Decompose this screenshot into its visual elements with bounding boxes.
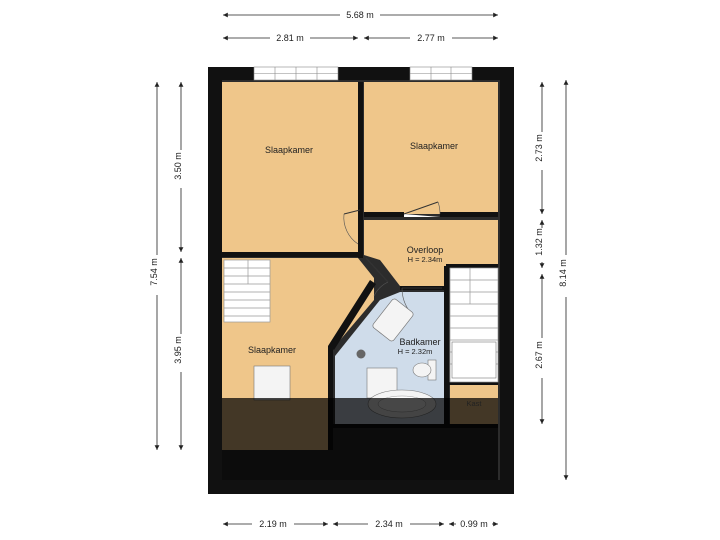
door-top-right-bedroom [403, 201, 441, 217]
window-top-right [409, 66, 473, 81]
label-closet: Kast [466, 399, 482, 408]
label-bathroom: Badkamer [399, 337, 440, 347]
label-landing: Overloop [407, 245, 444, 255]
bedroom-top-left [222, 82, 358, 252]
svg-text:2.77 m: 2.77 m [417, 33, 445, 43]
dimension-left-upper: 3.50 m [173, 82, 184, 252]
label-landing-height: H = 2.34m [408, 255, 443, 264]
toilet [412, 359, 437, 381]
shower-drain-icon [356, 349, 366, 359]
label-bedroom-bottom-left: Slaapkamer [248, 345, 296, 355]
svg-text:8.14 m: 8.14 m [558, 259, 568, 287]
closet-cabinet [451, 341, 497, 379]
bathroom [335, 292, 446, 424]
door-top-left-bedroom [343, 209, 361, 245]
wall-closet-top [449, 382, 498, 385]
shadow-overlay [222, 398, 498, 480]
svg-text:3.50 m: 3.50 m [173, 152, 183, 180]
dimension-top-right: 2.77 m [364, 33, 498, 43]
door-bottom-left-bedroom [365, 257, 389, 297]
label-bedroom-top-right: Slaapkamer [410, 141, 458, 151]
dimension-right-lower: 2.67 m [534, 274, 545, 424]
svg-text:7.54 m: 7.54 m [149, 258, 159, 286]
svg-text:2.34 m: 2.34 m [375, 519, 403, 529]
svg-text:0.99 m: 0.99 m [460, 519, 488, 529]
dimension-top-total: 5.68 m [223, 10, 498, 20]
dimension-top-left: 2.81 m [223, 33, 358, 43]
wall-bath-stairs [444, 266, 449, 424]
bedroom-top-right [364, 82, 498, 214]
svg-text:2.81 m: 2.81 m [276, 33, 304, 43]
wall-stairs-top [446, 264, 498, 268]
dimension-left-lower: 3.95 m [173, 258, 184, 450]
bedroom-furniture [253, 365, 291, 401]
svg-text:3.95 m: 3.95 m [173, 336, 183, 364]
dimension-right-middle: 1.32 m [534, 220, 545, 268]
window-top-left [253, 66, 339, 81]
wall-diagonal [328, 280, 376, 350]
wall-top-right-bottom [364, 212, 404, 217]
label-bathroom-height: H = 2.32m [398, 347, 433, 356]
dimension-right-upper: 2.73 m [534, 82, 545, 214]
dimension-bottom-right: 0.99 m [449, 519, 498, 529]
dimension-bottom-middle: 2.34 m [333, 519, 444, 529]
dimension-left-outer: 7.54 m [149, 82, 160, 450]
stairs-left [223, 259, 271, 323]
svg-text:5.68 m: 5.68 m [346, 10, 374, 20]
svg-text:2.67 m: 2.67 m [534, 341, 544, 369]
dimension-bottom-left: 2.19 m [223, 519, 328, 529]
bathtub [372, 298, 414, 342]
wall-vertical-top [358, 82, 363, 258]
svg-text:2.73 m: 2.73 m [534, 134, 544, 162]
dimension-right-outer: 8.14 m [558, 80, 569, 480]
svg-text:2.19 m: 2.19 m [259, 519, 287, 529]
landing [364, 220, 498, 286]
label-bedroom-top-left: Slaapkamer [265, 145, 313, 155]
wall-top-right-bottom-2 [440, 212, 498, 217]
svg-text:1.32 m: 1.32 m [534, 228, 544, 256]
wall-bedroom-bottom-top [222, 252, 358, 257]
